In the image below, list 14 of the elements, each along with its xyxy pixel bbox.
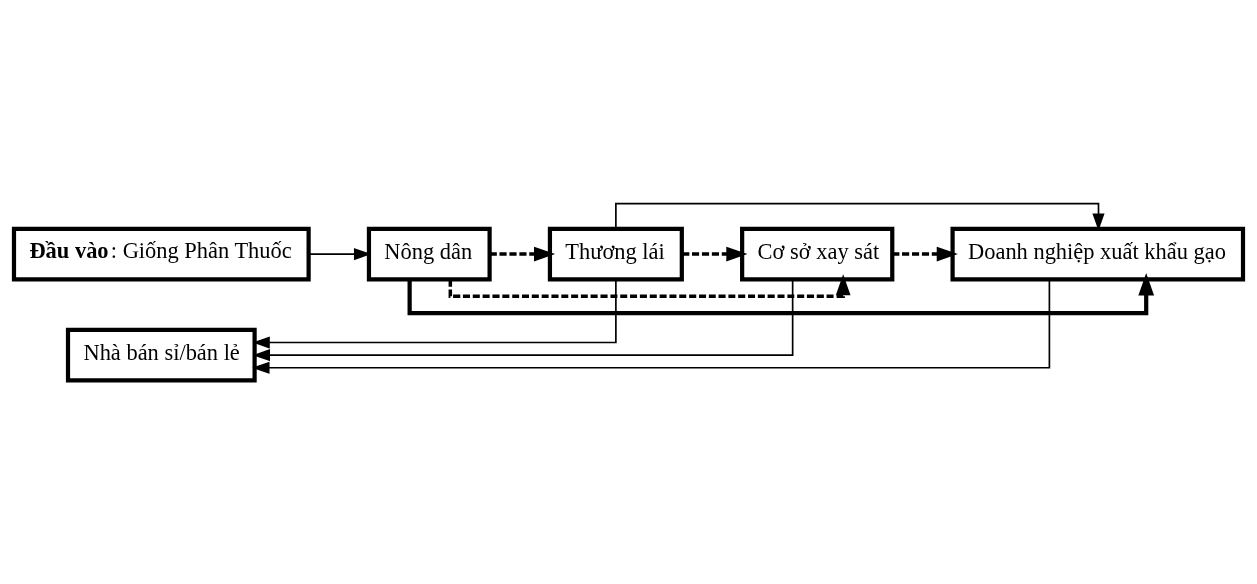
node-box: Cơ sở xay sát [740,226,895,282]
arrow [489,246,556,262]
arrow [682,246,748,262]
arrow [407,273,1155,316]
arrow [252,278,617,349]
node-box: Nhà bán sỉ/bán lẻ [65,327,257,383]
arrow [252,279,1051,374]
node-box: Thương lái [547,226,684,282]
arrow [252,278,794,362]
arrow [892,246,958,262]
node-box: Nông dân [366,226,492,282]
node-box: Doanh nghiệp xuất khẩu gạo [950,226,1246,282]
node-box: Đầu vào: Giống Phân Thuốc [11,226,311,282]
arrow [308,248,372,261]
